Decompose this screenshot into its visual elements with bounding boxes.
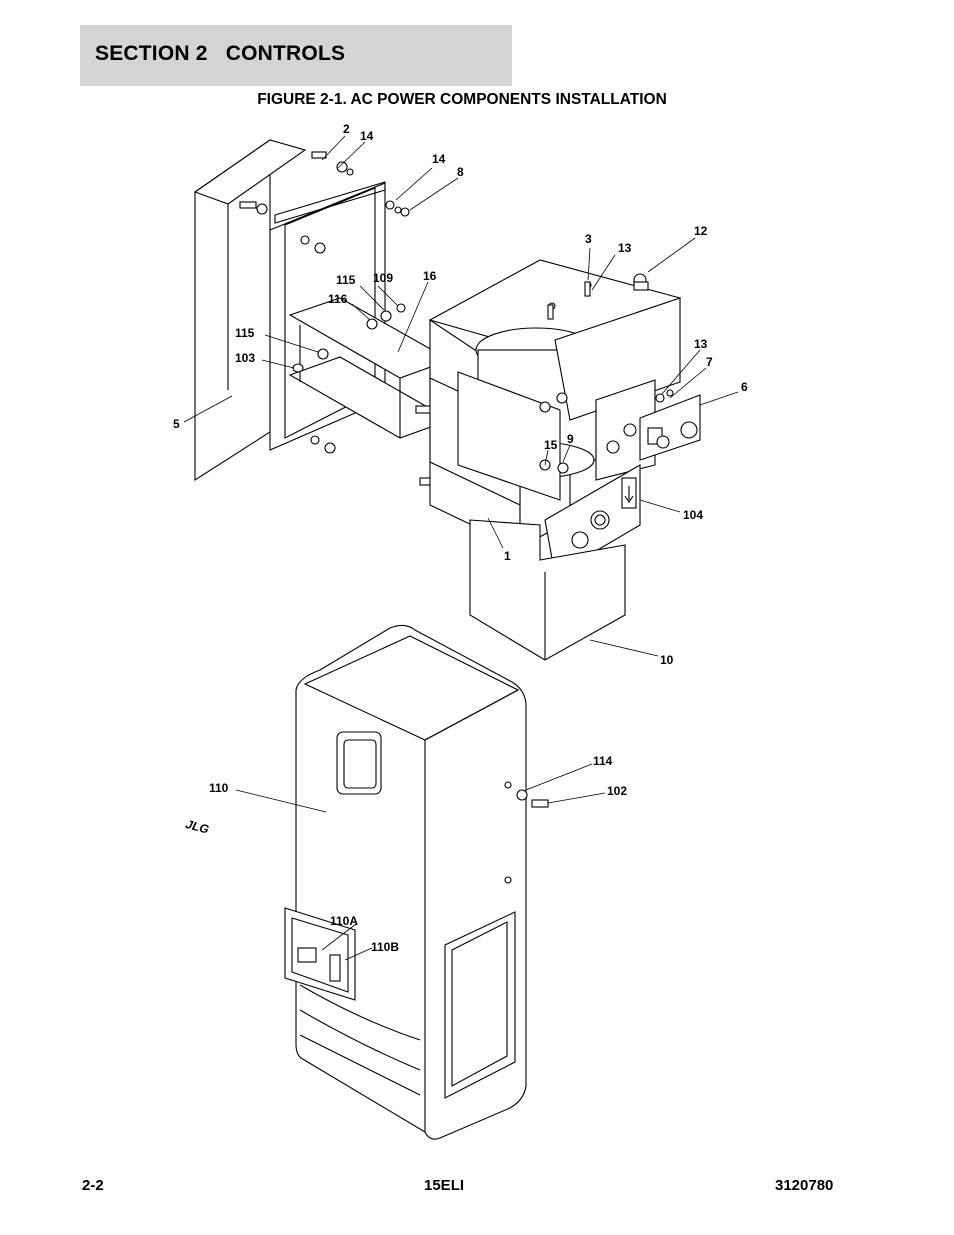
callout-14: 14	[360, 129, 374, 143]
callout-7: 7	[706, 355, 713, 369]
cover-hardware	[516, 789, 549, 808]
callout-5: 5	[173, 417, 180, 431]
leader-lines	[183, 135, 739, 961]
callout-115: 115	[235, 326, 255, 340]
cover-110: JLG	[183, 624, 527, 1140]
callout-10: 10	[660, 653, 674, 667]
section-header-band: SECTION 2 CONTROLS	[80, 25, 512, 86]
callout-13: 13	[618, 241, 632, 255]
callout-numbers: 2 14 14 8 3 13 12 115 109 16 116 115 103…	[173, 122, 748, 954]
callout-109: 109	[373, 271, 393, 285]
model-name: 15ELI	[424, 1177, 465, 1194]
callout-110b: 110B	[371, 940, 399, 954]
callout-2: 2	[343, 122, 350, 136]
callout-116: 116	[328, 292, 348, 306]
callout-6: 6	[741, 380, 748, 394]
callout-103: 103	[235, 351, 255, 365]
callout-8: 8	[457, 165, 464, 179]
page-number: 2-2	[82, 1177, 104, 1194]
callout-12: 12	[694, 224, 708, 238]
callout-110: 110	[209, 781, 229, 795]
section-title: SECTION 2 CONTROLS	[95, 42, 346, 65]
control-panel-104	[544, 464, 641, 576]
figure-title: FIGURE 2-1. AC POWER COMPONENTS INSTALLA…	[257, 91, 667, 108]
callout-9: 9	[567, 432, 574, 446]
cover-logo: JLG	[183, 817, 211, 836]
callout-3: 3	[585, 232, 592, 246]
callout-114: 114	[593, 754, 613, 768]
callout-102: 102	[607, 784, 627, 798]
callout-115: 115	[336, 273, 356, 287]
callout-13: 13	[694, 337, 708, 351]
callout-16: 16	[423, 269, 437, 283]
callout-110a: 110A	[330, 914, 358, 928]
callout-14: 14	[432, 152, 446, 166]
callout-1: 1	[504, 549, 511, 563]
callout-15: 15	[544, 438, 558, 452]
base-box-10	[469, 519, 626, 661]
document-number: 3120780	[775, 1177, 834, 1194]
callout-104: 104	[683, 508, 703, 522]
enclosure-box-5	[193, 138, 307, 482]
motor-pump-assembly	[428, 259, 701, 549]
